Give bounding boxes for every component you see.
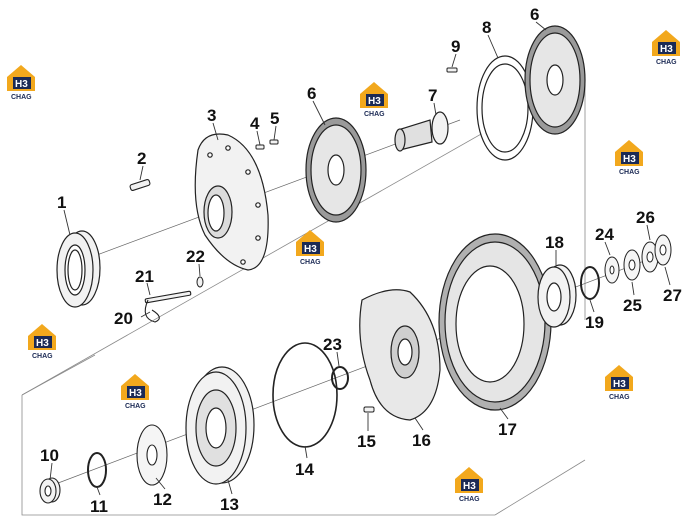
watermark-logo: H3 CHAG	[360, 82, 388, 118]
callout-5: 5	[270, 109, 279, 128]
watermark-brand: H3	[463, 481, 476, 492]
part-2-pin	[129, 179, 151, 191]
callout-20: 20	[114, 309, 133, 328]
part-9-bolt	[446, 67, 458, 73]
watermark-logo: H3 CHAG	[7, 65, 35, 101]
watermark-subtitle: CHAG	[32, 353, 53, 360]
callout-8: 8	[482, 18, 491, 37]
callout-19: 19	[585, 313, 604, 332]
part-11-snap-ring	[87, 452, 107, 488]
watermark-logo: H3 CHAG	[296, 230, 324, 266]
watermark-brand: H3	[304, 244, 317, 255]
part-16-carrier	[359, 289, 441, 421]
part-10-bearing	[39, 477, 61, 504]
callout-4: 4	[250, 114, 260, 133]
callout-24: 24	[595, 225, 614, 244]
watermark-subtitle: CHAG	[300, 259, 321, 266]
part-24-27-washers	[604, 234, 672, 284]
callout-7: 7	[428, 86, 437, 105]
watermark-logos: H3 CHAG H3 CHAG H3 CHAG H3 CHAG H3 CHAG	[7, 30, 680, 503]
callout-3: 3	[207, 106, 216, 125]
callout-11: 11	[90, 497, 108, 516]
part-18-bearing	[537, 264, 577, 328]
watermark-brand: H3	[368, 96, 381, 107]
part-20-21-pin-clip	[144, 290, 192, 323]
part-6-friction-disc-left	[305, 117, 367, 223]
watermark-logo: H3 CHAG	[605, 365, 633, 401]
part-22-nut	[196, 276, 204, 288]
watermark-subtitle: CHAG	[656, 59, 677, 66]
watermark-logo: H3 CHAG	[652, 30, 680, 66]
callout-17: 17	[498, 420, 517, 439]
callout-9: 9	[451, 37, 460, 56]
callout-6-left: 6	[307, 84, 316, 103]
part-7-shaft	[394, 111, 449, 152]
callout-25: 25	[623, 296, 642, 315]
watermark-brand: H3	[36, 338, 49, 349]
part-1-seal	[56, 230, 101, 308]
watermark-subtitle: CHAG	[364, 111, 385, 118]
watermark-brand: H3	[15, 79, 28, 90]
part-13-piston	[185, 366, 255, 485]
callout-6-right: 6	[530, 5, 539, 24]
callout-26: 26	[636, 208, 655, 227]
watermark-brand: H3	[660, 44, 673, 55]
watermark-subtitle: CHAG	[459, 496, 480, 503]
callout-21: 21	[135, 267, 154, 286]
part-14-o-ring	[272, 342, 338, 448]
watermark-logo: H3 CHAG	[28, 324, 56, 360]
callout-14: 14	[295, 460, 314, 479]
watermark-brand: H3	[613, 379, 626, 390]
part-3-housing	[194, 133, 269, 271]
watermark-brand: H3	[129, 388, 142, 399]
watermark-subtitle: CHAG	[609, 394, 630, 401]
watermark-brand: H3	[623, 154, 636, 165]
watermark-subtitle: CHAG	[11, 94, 32, 101]
callout-2: 2	[137, 149, 146, 168]
callout-12: 12	[153, 490, 172, 509]
part-19-snap-ring	[580, 266, 600, 300]
callout-13: 13	[220, 495, 239, 514]
watermark-subtitle: CHAG	[619, 169, 640, 176]
callout-22: 22	[186, 247, 205, 266]
callout-18: 18	[545, 233, 564, 252]
callout-27: 27	[663, 286, 682, 305]
callout-numbers: 1 2 3 4 5 6 6 7 8 9 10 11 12 13 14 15 16…	[40, 5, 682, 516]
callout-1: 1	[57, 193, 66, 212]
watermark-subtitle: CHAG	[125, 403, 146, 410]
watermark-logo: H3 CHAG	[121, 374, 149, 410]
part-8-plate	[476, 55, 534, 161]
part-6-friction-disc-right	[524, 25, 586, 135]
part-17-ring-gear	[438, 233, 552, 411]
callout-23: 23	[323, 335, 342, 354]
callout-15: 15	[357, 432, 376, 451]
callout-16: 16	[412, 431, 431, 450]
part-15-pin	[363, 406, 375, 413]
part-12-washer	[136, 424, 168, 486]
watermark-logo: H3 CHAG	[455, 467, 483, 503]
part-23-seal-ring	[331, 366, 349, 390]
leader-lines	[49, 21, 671, 496]
callout-10: 10	[40, 446, 59, 465]
watermark-logo: H3 CHAG	[615, 140, 643, 176]
